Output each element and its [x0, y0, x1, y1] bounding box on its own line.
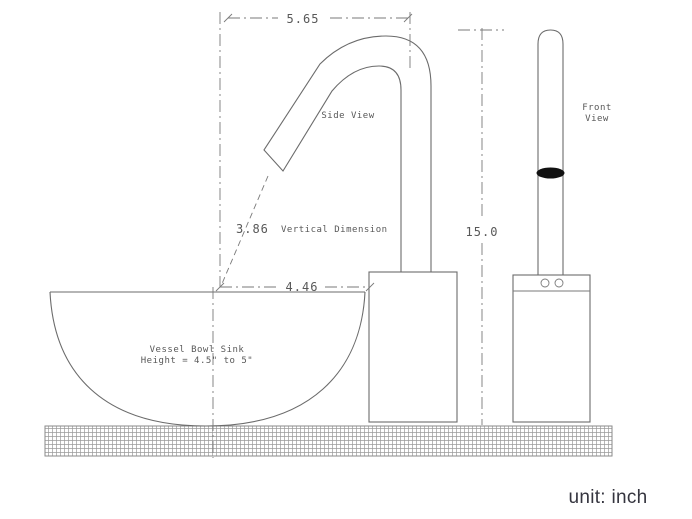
dim-top-width-label: 5.65	[287, 12, 320, 26]
dim-total-height-label: 15.0	[466, 225, 499, 239]
mounting-hole	[554, 278, 564, 288]
front-view-label-line1: Front	[582, 103, 612, 113]
front-view-label-line2: View	[585, 114, 609, 124]
unit-note: unit: inch	[568, 487, 647, 508]
faucet-front-view	[512, 29, 591, 423]
dim-vertical-value: 3.86	[236, 222, 269, 236]
counter-surface-hatch	[44, 425, 613, 457]
dimension-lines	[212, 12, 504, 458]
sink-note-line2: Height = 4.5" to 5"	[141, 356, 253, 366]
dim-vertical-desc: Vertical Dimension	[281, 225, 388, 235]
sensor-band	[536, 167, 565, 179]
dim-spout-reach-label: 4.46	[286, 280, 319, 294]
faucet-side-view	[263, 35, 458, 423]
vessel-bowl-sink	[49, 291, 366, 427]
sink-note-line1: Vessel Bowl Sink	[150, 345, 245, 355]
mounting-hole	[540, 278, 550, 288]
side-view-label: Side View	[321, 111, 374, 121]
